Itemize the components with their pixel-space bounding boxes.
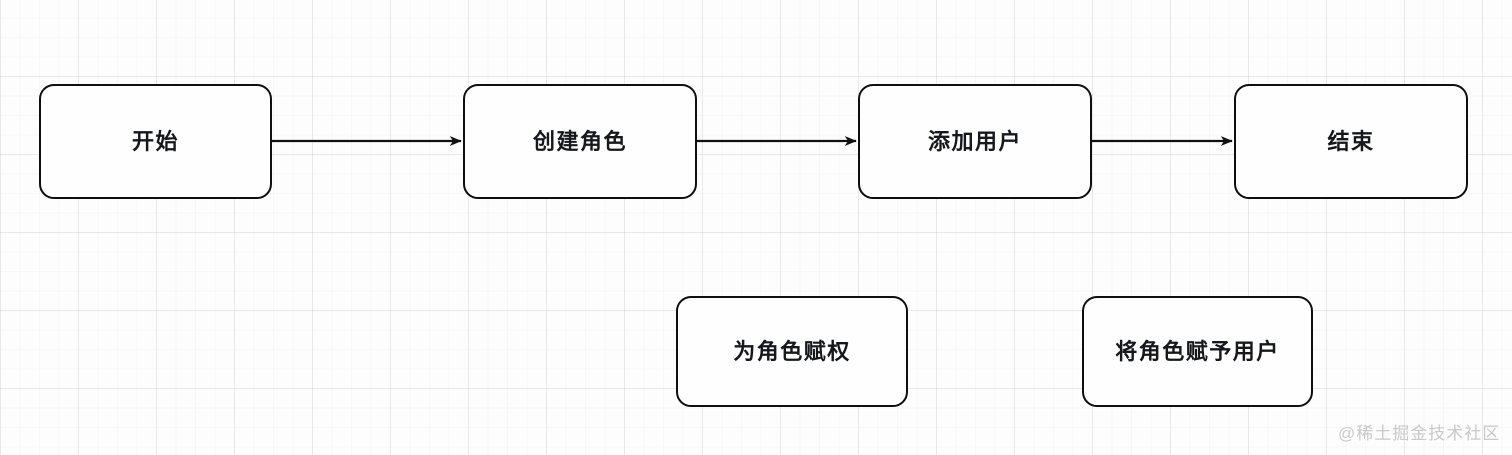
node-add-user[interactable]: 添加用户 (858, 84, 1092, 199)
node-label-add-user: 添加用户 (927, 128, 1022, 154)
node-create-role[interactable]: 创建角色 (463, 84, 697, 199)
node-assign-role[interactable]: 将角色赋予用户 (1082, 296, 1313, 407)
node-label-start: 开始 (131, 128, 179, 154)
node-label-assign-role: 将角色赋予用户 (1115, 338, 1280, 364)
node-label-grant-permission: 为角色赋权 (733, 338, 851, 364)
node-label-create-role: 创建角色 (532, 128, 627, 154)
node-end[interactable]: 结束 (1234, 84, 1468, 199)
node-grant-permission[interactable]: 为角色赋权 (676, 296, 908, 407)
node-start[interactable]: 开始 (39, 84, 272, 199)
watermark-label: @稀土掘金技术社区 (1338, 424, 1501, 443)
node-label-end: 结束 (1327, 128, 1375, 154)
